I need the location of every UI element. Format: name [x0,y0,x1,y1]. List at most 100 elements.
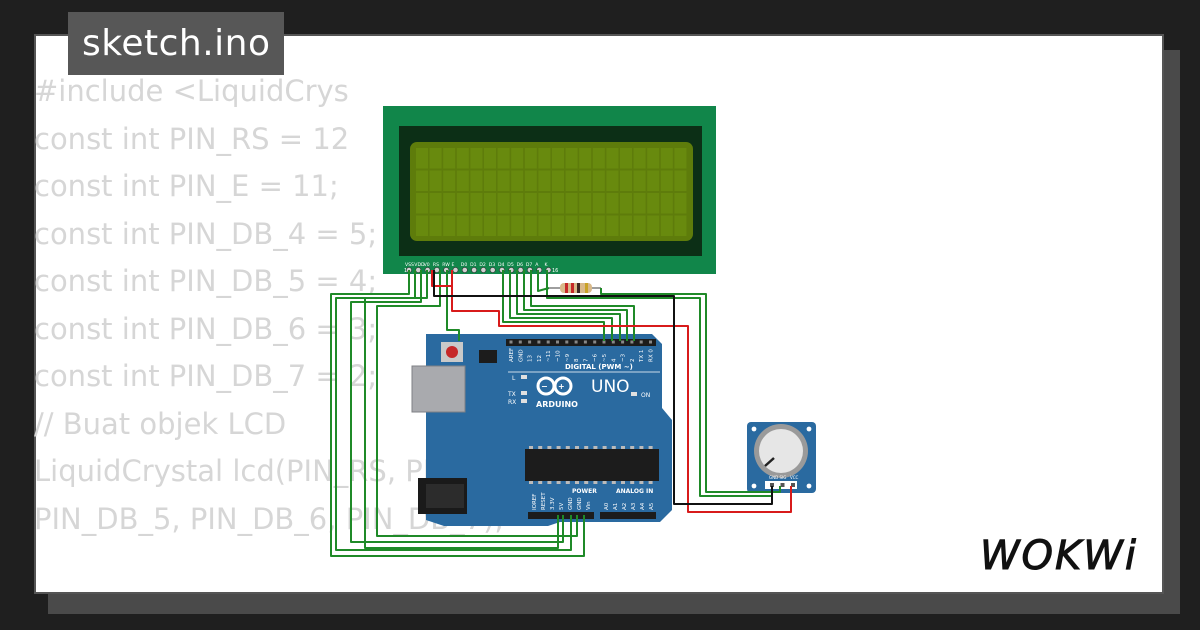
lcd-cell [620,215,632,236]
digital-pin-label: 8 [574,358,580,362]
digital-pin-label: RX 0 [649,349,655,362]
digital-pin[interactable] [593,340,597,344]
lcd-cell [470,215,483,236]
led-rx-label: RX [508,399,516,406]
lcd-cell [456,193,469,214]
lcd-pin-label: D3 [489,262,496,268]
lcd-cell [470,193,483,214]
chip-leg [529,446,533,449]
pot-pin[interactable] [780,483,785,487]
wire-vdd-red [431,270,452,287]
power-pin-label: 5V [559,503,565,510]
lcd-cell [429,170,442,191]
lcd-cell [565,193,578,214]
chip-leg [529,481,533,484]
digital-pin[interactable] [509,340,513,344]
code-line: // Buat objek LCD [34,406,287,441]
lcd-cell [565,215,578,236]
digital-pin-label: 12 [537,355,543,362]
chip-leg [611,446,616,449]
code-line: #include <LiquidCrys [34,74,349,108]
lcd-pin-label: D1 [470,262,477,268]
lcd-cell [633,170,646,191]
lcd-pin-label: VSS [405,262,414,268]
led-l-label: L [512,375,516,382]
pot-knob-indicator [764,457,775,467]
lcd-cell [620,170,632,191]
lcd-cell [429,215,442,236]
digital-pin-label: ~9 [565,353,571,362]
lcd-pin-label: D4 [498,262,505,268]
pot-pin[interactable] [791,483,795,487]
lcd-cell [606,170,619,191]
lcd-cell [456,215,469,236]
chip-leg [602,446,607,449]
lcd-pin[interactable] [480,267,487,273]
digital-pin[interactable] [574,340,578,344]
digital-header [506,339,656,346]
digital-pin[interactable] [621,340,625,344]
svg-text:+: + [558,382,565,391]
lcd-pin-label: A [535,262,539,268]
lcd-cell [538,148,551,169]
chip-leg [575,446,579,449]
digital-pin-label: ~6 [593,353,599,362]
lcd-cell [538,215,551,236]
lcd-cell [592,215,605,236]
lcd-cell [538,170,551,191]
lcd-cell [579,215,592,236]
lcd-cell [443,148,456,169]
pot-pin-label: SIG [780,475,787,480]
lcd-pin[interactable] [461,267,468,273]
resistor[interactable] [549,283,601,293]
led-tx-label: TX [507,391,516,398]
filename-tab[interactable]: sketch.ino [68,12,285,75]
lcd-pin[interactable] [517,267,524,273]
digital-pin[interactable] [602,340,606,344]
lcd-pin[interactable] [452,267,459,273]
lcd-pin-label: V0 [424,262,430,268]
lcd-cell [538,193,551,214]
resistor-band-4 [585,283,588,293]
lcd-pin[interactable] [433,267,440,273]
lcd-cell [592,148,605,169]
led-rx [521,399,527,403]
digital-pin[interactable] [611,340,615,344]
led-on-label: ON [641,392,650,399]
lcd-cell [674,148,687,169]
code-line: const int PIN_DB_5 = 4; [34,264,378,298]
wire-vss-gnd [330,270,585,557]
digital-pin[interactable] [518,340,522,344]
code-line: const int PIN_DB_4 = 5; [34,216,378,251]
digital-pin[interactable] [630,340,634,344]
digital-pin[interactable] [556,340,559,344]
digital-pin[interactable] [565,340,569,344]
digital-pin[interactable] [537,340,541,344]
lcd-pin-label: RS [433,262,439,268]
digital-pin[interactable] [583,340,587,344]
wire-resistor-out [600,288,781,493]
digital-pin[interactable] [546,340,550,344]
lcd-cell [647,193,660,214]
digital-pin[interactable] [528,340,532,344]
power-header [528,512,594,519]
wire-d6-pin3 [516,270,621,341]
wire-rs-pin12 [364,270,559,549]
analog-header-label: ANALOG IN [616,488,653,495]
digital-pin[interactable] [649,340,652,344]
pot-pin-label: VCC [790,475,799,480]
digital-pin[interactable] [639,340,643,344]
lcd-cell [579,170,592,191]
wire-gnd-black [433,270,773,505]
reset-button[interactable] [446,346,458,358]
lcd-pin-label: VDD [414,262,425,268]
lcd-cell [565,148,578,169]
lcd-pin[interactable] [489,267,496,273]
usb-port [411,365,466,413]
lcd-pin[interactable] [471,267,477,273]
lcd-cell [660,215,673,236]
pot-pin[interactable] [770,483,774,487]
